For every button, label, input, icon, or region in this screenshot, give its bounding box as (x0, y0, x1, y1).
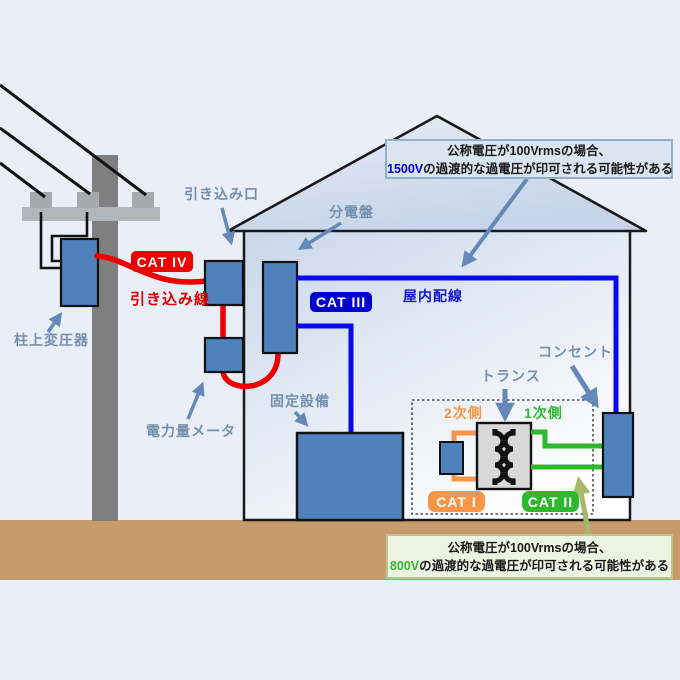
voltage-highlight: 1500V (387, 162, 424, 176)
distribution-board-arrow-icon (297, 221, 342, 250)
callout-line2-rest: の過渡的な過電圧が印可される可能性がある (419, 559, 670, 573)
transformer-symbol (475, 421, 533, 491)
service-entrance-box (203, 259, 245, 307)
outlet-box (601, 411, 635, 499)
secondary-side-label: 2次側 (444, 405, 483, 421)
service-entrance-arrow-icon (220, 207, 236, 246)
indoor-wiring-main (297, 275, 619, 414)
fixed-equipment-arrow-icon (293, 410, 309, 427)
outlet-arrow-icon (569, 364, 599, 409)
cat3-badge: CAT III (310, 292, 372, 312)
watt-hour-meter-arrow-icon (186, 381, 205, 420)
watt-hour-meter-label: 電力量メータ (146, 423, 236, 439)
indoor-wiring-label: 屋内配線 (403, 288, 463, 304)
fixed-equipment-box (295, 431, 405, 522)
insulator (30, 192, 52, 208)
overvoltage-callout-cat2: 公称電圧が100Vrmsの場合、 800Vの過渡的な過電圧が印可される可能性があ… (386, 534, 673, 579)
fixed-equipment-label: 固定設備 (270, 393, 330, 409)
callout-line2-rest: の過渡的な過電圧が印可される可能性がある (423, 162, 674, 176)
meter-to-panel-wire (220, 351, 281, 390)
pole-transformer-arrow-icon (46, 311, 63, 334)
callout-line1: 公称電圧が100Vrmsの場合、 (447, 541, 612, 555)
crossarm (22, 207, 160, 221)
pole-transformer-box (59, 237, 100, 308)
primary-wire-top (531, 429, 604, 449)
primary-circuit-green (531, 429, 604, 470)
watt-hour-meter-box (203, 336, 245, 374)
service-entrance-label: 引き込み口 (184, 186, 259, 202)
cat2-badge: CAT II (522, 491, 579, 512)
utility-pole (22, 155, 160, 521)
cat4-badge: CAT IV (131, 251, 193, 272)
insulator (132, 192, 154, 208)
callout-line1: 公称電圧が100Vrmsの場合、 (447, 144, 611, 158)
top-callout-arrow-icon (461, 177, 529, 268)
outlet-label: コンセント (538, 344, 613, 360)
coil-right-icon (502, 429, 516, 485)
service-drop-line-label: 引き込み線 (130, 291, 211, 308)
pole-transformer-label: 柱上変圧器 (14, 332, 89, 348)
primary-side-label: 1次側 (524, 405, 563, 421)
callout-line2: 800Vの過渡的な過電圧が印可される可能性がある (388, 557, 671, 575)
indoor-wiring-blue (297, 275, 619, 432)
distribution-board-label: 分電盤 (329, 204, 374, 220)
voltage-highlight: 800V (389, 559, 420, 573)
distribution-board-box (261, 260, 299, 355)
callout-line2: 1500Vの過渡的な過電圧が印可される可能性がある (387, 160, 674, 178)
bottom-callout-arrow-icon (572, 476, 592, 537)
power-lines (0, 83, 147, 199)
insulator (77, 192, 99, 208)
overvoltage-callout-cat3: 公称電圧が100Vrmsの場合、 1500Vの過渡的な過電圧が印可される可能性が… (385, 139, 673, 179)
annotation-arrows (46, 177, 599, 427)
transformer-label: トランス (481, 368, 541, 384)
transformer-drop-wires (39, 212, 89, 270)
appliance-box (439, 441, 464, 475)
cat1-badge: CAT I (428, 491, 485, 512)
indoor-wiring-branch (297, 323, 354, 432)
secondary-circuit-orange (439, 430, 477, 482)
